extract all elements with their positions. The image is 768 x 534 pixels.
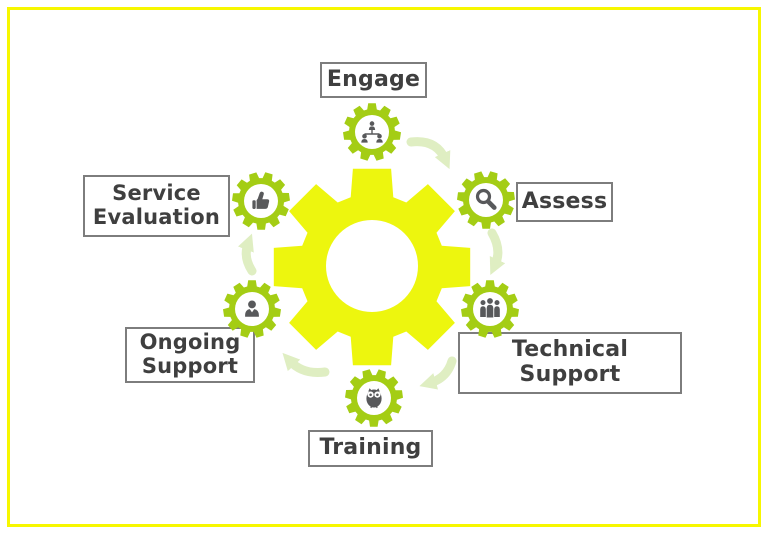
flow-arrow-engage-assess <box>406 137 451 170</box>
step-label-text: Technical Support <box>511 337 629 387</box>
step-label-service-evaluation: Service Evaluation <box>83 175 230 237</box>
magnifier-icon <box>475 188 497 210</box>
step-label-text: Engage <box>326 66 421 92</box>
flow-arrow-ongoing-service <box>237 233 257 276</box>
icon-disc <box>469 183 503 217</box>
step-label-engage: Engage <box>320 62 427 98</box>
step-label-training: Training <box>308 430 433 467</box>
step-label-text: Assess <box>521 188 608 214</box>
flow-arrow-assess-technical <box>487 228 506 276</box>
person-icon <box>245 300 259 317</box>
flow-arrow-technical-training <box>419 356 457 390</box>
thumbs-up-icon <box>252 191 270 209</box>
owl-icon <box>366 388 382 409</box>
people-group-icon <box>480 298 500 318</box>
central-gear-hole <box>326 220 418 312</box>
step-label-text: Ongoing Support <box>139 330 241 378</box>
org-chart-icon <box>361 121 383 143</box>
step-label-assess: Assess <box>516 182 613 222</box>
step-label-ongoing-support: Ongoing Support <box>125 327 255 383</box>
step-label-text: Training <box>319 435 422 461</box>
step-label-technical-support: Technical Support <box>458 332 682 394</box>
step-label-text: Service Evaluation <box>92 181 221 229</box>
flow-arrow-training-ongoing <box>282 352 330 377</box>
